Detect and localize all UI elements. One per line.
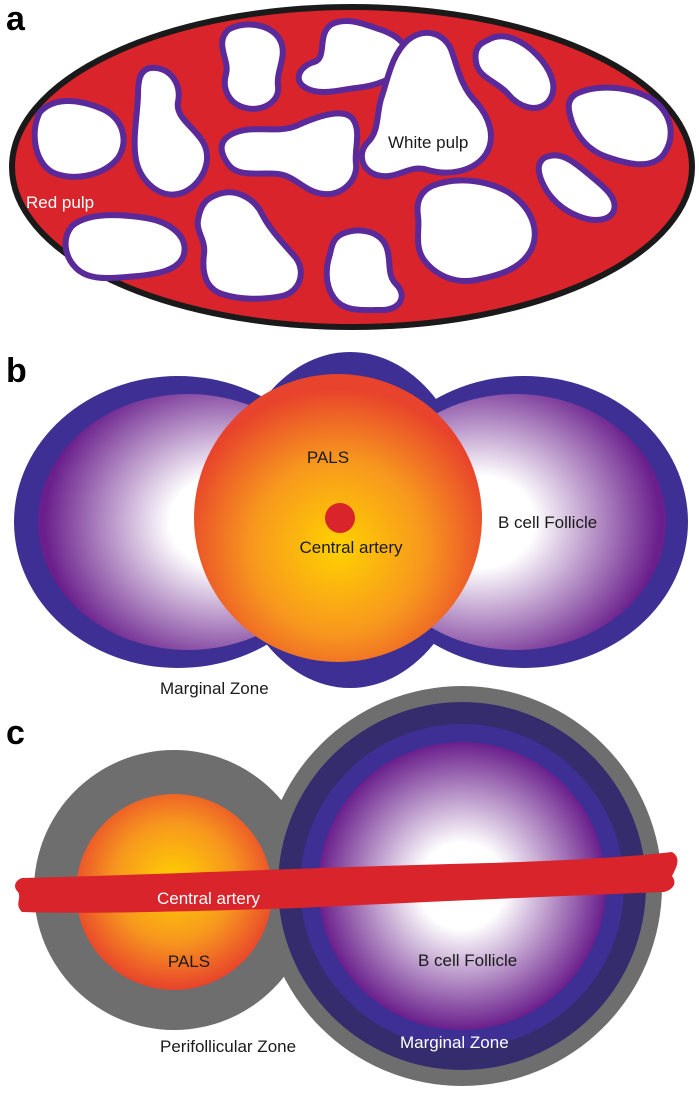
white-pulp-island [62,212,188,282]
marginal-zone-label: Marginal Zone [400,1033,509,1052]
panel-c-letter: c [6,714,25,752]
white-pulp-island [218,110,361,198]
white-pulp-island [535,152,618,223]
white-pulp-island [565,84,674,168]
central-artery-label: Central artery [300,538,403,557]
central-artery [325,503,355,533]
white-pulp-island [472,33,557,111]
perifollicular-zone-label: Perifollicular Zone [160,1037,296,1056]
pals-label: PALS [307,448,349,467]
white-pulp-label: White pulp [388,133,468,152]
b-cell-follicle-label: B cell Follicle [498,513,597,532]
white-pulp-island [323,227,405,314]
white-pulp-island [131,64,211,198]
white-pulp-island [194,189,304,302]
central-artery [15,852,678,913]
pals-label: PALS [168,952,210,971]
panel-b: b PALS Central artery B cell Follicle Ma… [6,352,688,698]
panel-c: c Central artery PALS B cell Follicle Pe… [6,686,678,1086]
white-pulp-island [31,98,127,180]
panel-a: a Red pulp White pulp [6,0,695,330]
white-pulp-island [358,29,494,180]
white-pulp-island [295,18,410,96]
b-cell-follicle-label: B cell Follicle [418,951,517,970]
marginal-zone-label: Marginal Zone [160,679,269,698]
white-pulp-islands [31,18,674,314]
central-artery-label: Central artery [157,889,260,908]
panel-b-letter: b [6,352,27,390]
white-pulp-island [414,177,538,284]
panel-a-letter: a [6,0,26,38]
white-pulp-island [219,21,286,112]
red-pulp-label: Red pulp [26,193,94,212]
